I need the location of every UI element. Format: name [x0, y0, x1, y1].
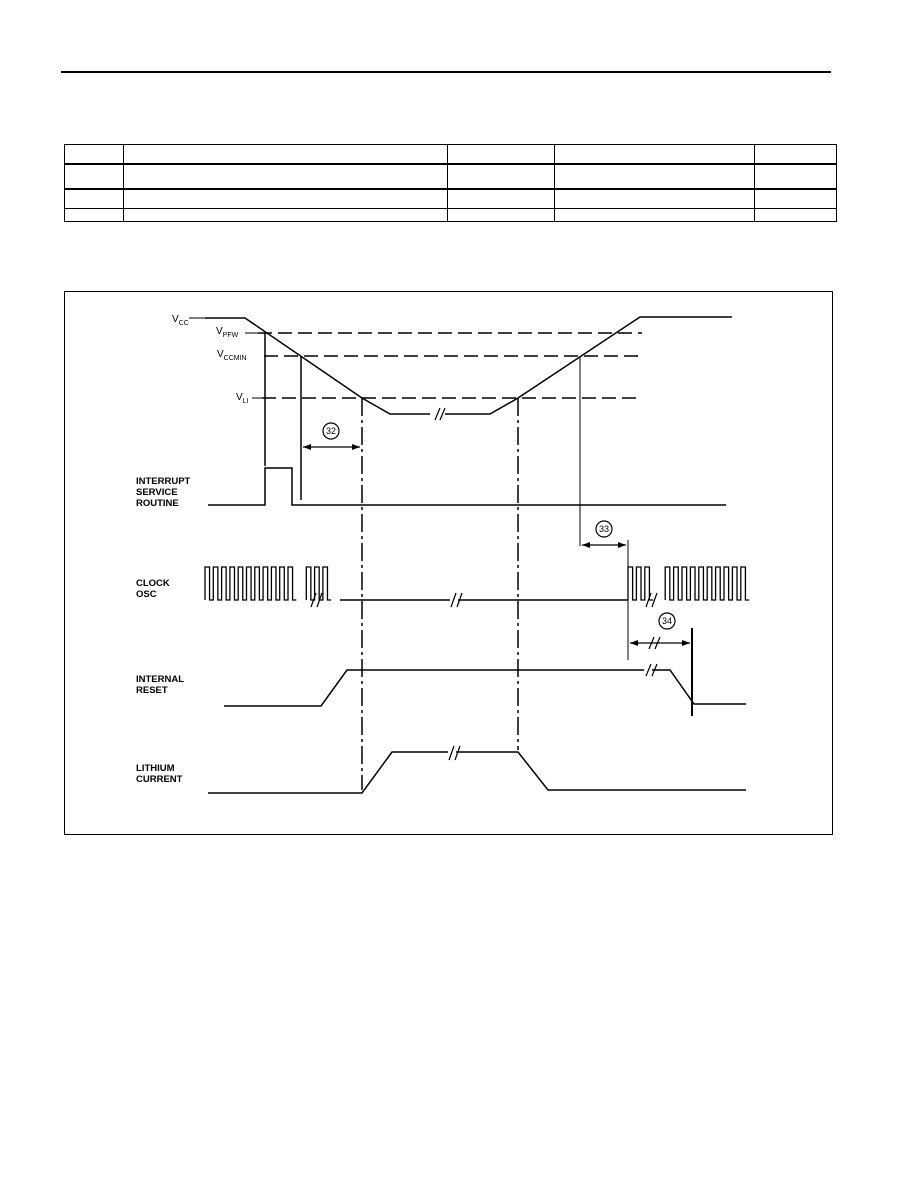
vpfw-label: VPFW: [216, 326, 239, 339]
vli-label: VLI: [236, 392, 249, 405]
callout-32-label: 32: [326, 426, 336, 436]
callout-33-circle: [595, 520, 613, 538]
callout-34-label: 34: [662, 616, 672, 626]
callout-33-label: 33: [599, 524, 609, 534]
clock-pulse-train: [627, 566, 750, 601]
reset-waveform: [224, 669, 746, 707]
interrupt-label-line3: ROUTINE: [136, 498, 179, 509]
callout-34-circle: [658, 612, 676, 630]
interrupt-waveform: [208, 467, 726, 506]
reset-label-line1: INTERNAL: [136, 674, 184, 685]
clock-pulse-train: [204, 566, 332, 601]
lithium-label-line2: CURRENT: [136, 774, 183, 785]
vcc-waveform: [205, 316, 732, 415]
spec-table: [64, 143, 837, 222]
vcc-label: VCC: [172, 314, 189, 327]
interrupt-label-line2: SERVICE: [136, 487, 178, 498]
clock-label-line2: OSC: [136, 589, 157, 600]
clock-burst-left: [204, 566, 332, 601]
clock-label-line1: CLOCK: [136, 578, 170, 589]
interrupt-label-line1: INTERRUPT: [136, 476, 191, 487]
table-header-row: [64, 143, 837, 165]
table-row: [64, 208, 837, 222]
vccmin-label: VCCMIN: [217, 349, 247, 362]
break-marks: [310, 407, 661, 761]
lithium-current-waveform: [208, 751, 746, 794]
table-row: [64, 188, 837, 210]
timing-diagram-frame: [64, 291, 833, 835]
clock-burst-right: [627, 566, 750, 601]
reset-label-line2: RESET: [136, 685, 168, 696]
lithium-label-line1: LITHIUM: [136, 763, 175, 774]
callout-32-circle: [322, 422, 340, 440]
header-rule: [61, 71, 831, 73]
table-row: [64, 163, 837, 191]
